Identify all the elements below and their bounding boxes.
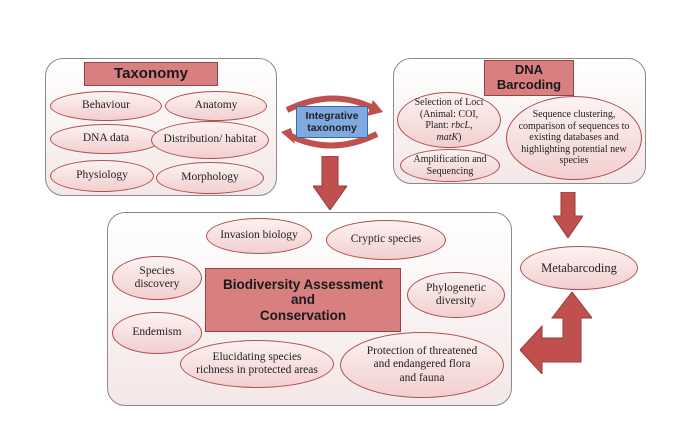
oval-physiology: Physiology bbox=[50, 160, 154, 192]
oval-sequence-clustering: Sequence clustering, comparison of seque… bbox=[506, 96, 642, 180]
oval-cryptic-species: Cryptic species bbox=[326, 220, 446, 260]
oval-behaviour: Behaviour bbox=[50, 91, 162, 121]
oval-morphology: Morphology bbox=[156, 162, 264, 194]
down-arrow-to-biodiversity bbox=[313, 156, 347, 210]
oval-dna-data: DNA data bbox=[50, 124, 162, 154]
taxonomy-title: Taxonomy bbox=[84, 62, 218, 86]
oval-elucidating-species: Elucidating species richness in protecte… bbox=[180, 340, 334, 388]
oval-invasion-biology: Invasion biology bbox=[206, 218, 312, 254]
oval-distribution-habitat: Distribution/ habitat bbox=[151, 121, 269, 159]
loci-line2: (Animal: COI, bbox=[419, 108, 479, 120]
biodiversity-title-line2: and bbox=[290, 292, 315, 308]
integrative-cycle-arrows bbox=[281, 95, 383, 149]
biodiversity-title-line3: Conservation bbox=[259, 307, 347, 323]
biodiversity-title: Biodiversity Assessment and Conservation bbox=[205, 268, 401, 332]
oval-phylogenetic-diversity: Phylogenetic diversity bbox=[407, 272, 505, 318]
oval-protection: Protection of threatened and endangered … bbox=[340, 332, 504, 398]
down-arrow-to-metabarcoding bbox=[553, 192, 583, 238]
integrative-taxonomy-box: Integrative taxonomy bbox=[296, 106, 368, 138]
oval-amplification-sequencing: Amplification and Sequencing bbox=[400, 149, 500, 182]
dna-barcoding-title: DNA Barcoding bbox=[484, 60, 574, 96]
loci-line1: Selection of Loci bbox=[414, 97, 484, 108]
elbow-arrow-to-biodiversity bbox=[520, 292, 592, 374]
oval-anatomy: Anatomy bbox=[165, 91, 267, 121]
oval-metabarcoding: Metabarcoding bbox=[520, 246, 638, 290]
loci-line3: Plant: rbcL, bbox=[425, 120, 473, 131]
oval-species-discovery: Species discovery bbox=[112, 256, 202, 300]
dna-barcoding-title-line2: Barcoding bbox=[496, 77, 562, 92]
oval-selection-of-loci: Selection of Loci (Animal: COI, Plant: r… bbox=[397, 92, 501, 148]
oval-endemism: Endemism bbox=[112, 312, 202, 354]
dna-barcoding-title-line1: DNA bbox=[514, 62, 544, 78]
biodiversity-title-line1: Biodiversity Assessment bbox=[222, 276, 384, 292]
loci-line4: matK) bbox=[436, 131, 462, 143]
